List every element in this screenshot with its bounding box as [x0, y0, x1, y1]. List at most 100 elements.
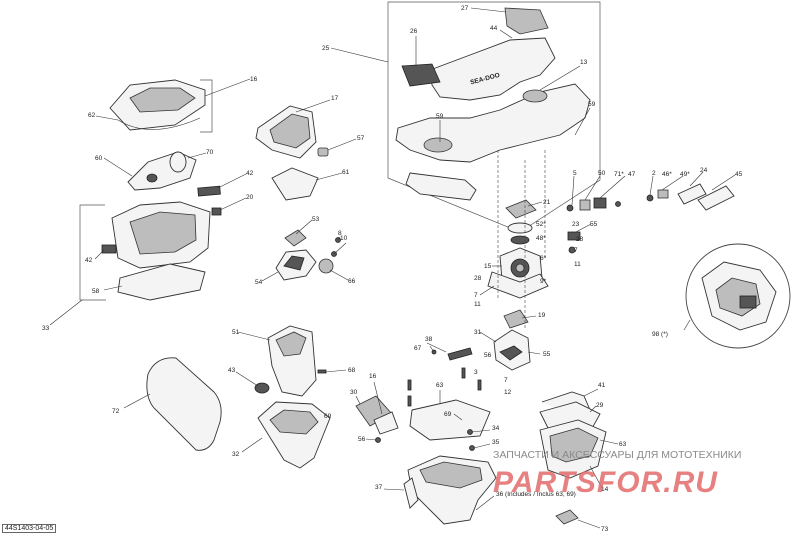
cushion-72 — [146, 357, 222, 451]
bracket-23 — [567, 231, 581, 241]
seal-52 — [507, 222, 533, 234]
callout-53: 53 — [312, 216, 320, 223]
callout-55b: 55 — [543, 351, 551, 358]
bin-37 — [403, 477, 419, 509]
bracket-16b — [373, 411, 399, 435]
callout-58: 58 — [92, 288, 100, 295]
valve-66 — [318, 258, 334, 274]
gasket-63 — [409, 399, 491, 441]
diagram-reference-code: 44S1403-04-05 — [2, 524, 57, 533]
bracket-19 — [503, 309, 529, 329]
callout-33: 33 — [42, 325, 50, 332]
callout-44: 44 — [490, 25, 498, 32]
callout-41: 41 — [598, 382, 606, 389]
callout-16b: 16 — [369, 373, 377, 380]
callout-28b: 28 — [474, 275, 482, 282]
callout-63b: 63 — [619, 441, 627, 448]
tray-14 — [539, 419, 607, 479]
callout-43: 43 — [228, 367, 236, 374]
callout-56b: 56 — [358, 436, 366, 443]
callout-50: 50 — [598, 170, 606, 177]
callout-71: 71* — [614, 171, 624, 178]
callout-70: 70 — [206, 149, 214, 156]
callout-51: 51 — [232, 329, 240, 336]
callout-14: 14 — [601, 486, 609, 493]
callout-60: 60 — [95, 155, 103, 162]
callout-38: 38 — [425, 336, 433, 343]
callout-69a: 69 — [324, 413, 332, 420]
callout-24: 24 — [700, 167, 708, 174]
pump-15 — [499, 247, 543, 287]
bracket-42b — [101, 244, 117, 254]
watermark-logo: PARTSFOR.RU — [493, 466, 718, 499]
bracket-42 — [197, 185, 221, 197]
callout-7c: 7 — [504, 377, 508, 384]
callout-55a: 55 — [590, 221, 598, 228]
callout-5: 5 — [573, 170, 577, 177]
callout-23: 23 — [572, 221, 580, 228]
callout-28a: 28 — [576, 236, 584, 243]
nut-34 — [467, 429, 473, 435]
nut-28a — [568, 246, 576, 254]
callout-7a: 7 — [574, 247, 578, 254]
callout-56a: 56 — [484, 352, 492, 359]
cover-21 — [505, 199, 537, 219]
callout-54: 54 — [255, 279, 263, 286]
callout-29: 29 — [596, 402, 604, 409]
callout-10: 10 — [340, 235, 348, 242]
callout-25: 25 — [322, 45, 330, 52]
callout-52: 52* — [536, 221, 546, 228]
callout-59b: 59 — [588, 101, 596, 108]
callout-73: 73 — [601, 526, 609, 533]
callout-48: 48* — [536, 235, 546, 242]
callout-15: 15 — [484, 263, 492, 270]
cap-53 — [284, 229, 307, 247]
callout-66: 66 — [348, 278, 356, 285]
callout-59a: 59 — [436, 113, 444, 120]
callout-42a: 42 — [246, 170, 254, 177]
callout-42b: 42 — [85, 257, 93, 264]
callout-17: 17 — [331, 95, 339, 102]
callout-11b: 11 — [474, 301, 481, 308]
spring-38 — [447, 347, 473, 361]
clip-20 — [211, 207, 222, 216]
callout-30: 30 — [350, 389, 358, 396]
callout-6: 6* — [540, 255, 547, 262]
callout-26: 26 — [410, 28, 418, 35]
callout-69b: 69 — [444, 411, 452, 418]
callout-67: 67 — [414, 345, 422, 352]
callout-27: 27 — [461, 5, 469, 12]
gasket-59 — [405, 172, 477, 201]
assembly-25-frame — [387, 1, 601, 233]
callout-9: 9* — [540, 278, 547, 285]
callout-61: 61 — [342, 169, 350, 176]
callout-11a: 11 — [574, 261, 581, 268]
callout-62: 62 — [88, 112, 96, 119]
callout-7b: 7 — [474, 292, 478, 299]
clip-57 — [317, 147, 329, 157]
callout-63a: 63 — [436, 382, 444, 389]
screws-column — [407, 367, 482, 407]
callout-8: 8 — [338, 230, 342, 237]
callout-13: 13 — [580, 59, 588, 66]
deck-cover-13: SEA-DOO — [395, 37, 591, 163]
detail-98 — [685, 243, 791, 349]
bin-32 — [257, 401, 331, 469]
assembly-33-frame — [79, 204, 106, 301]
callout-20: 20 — [246, 194, 254, 201]
callout-46: 46* — [662, 171, 672, 178]
nut-35 — [469, 445, 475, 451]
screw-68 — [317, 369, 327, 374]
callout-3: 3 — [474, 369, 478, 376]
leader-lines — [49, 7, 736, 529]
housing-17 — [255, 105, 317, 159]
callout-31: 31 — [474, 329, 482, 336]
callout-32: 32 — [232, 451, 240, 458]
callout-36: 36 (Includes / Inclus 63, 69) — [496, 491, 576, 498]
callout-45: 45 — [735, 171, 743, 178]
callout-16a: 16 — [250, 76, 258, 83]
callout-68: 68 — [348, 367, 356, 374]
ring-48 — [510, 235, 530, 245]
callout-35: 35 — [492, 439, 500, 446]
